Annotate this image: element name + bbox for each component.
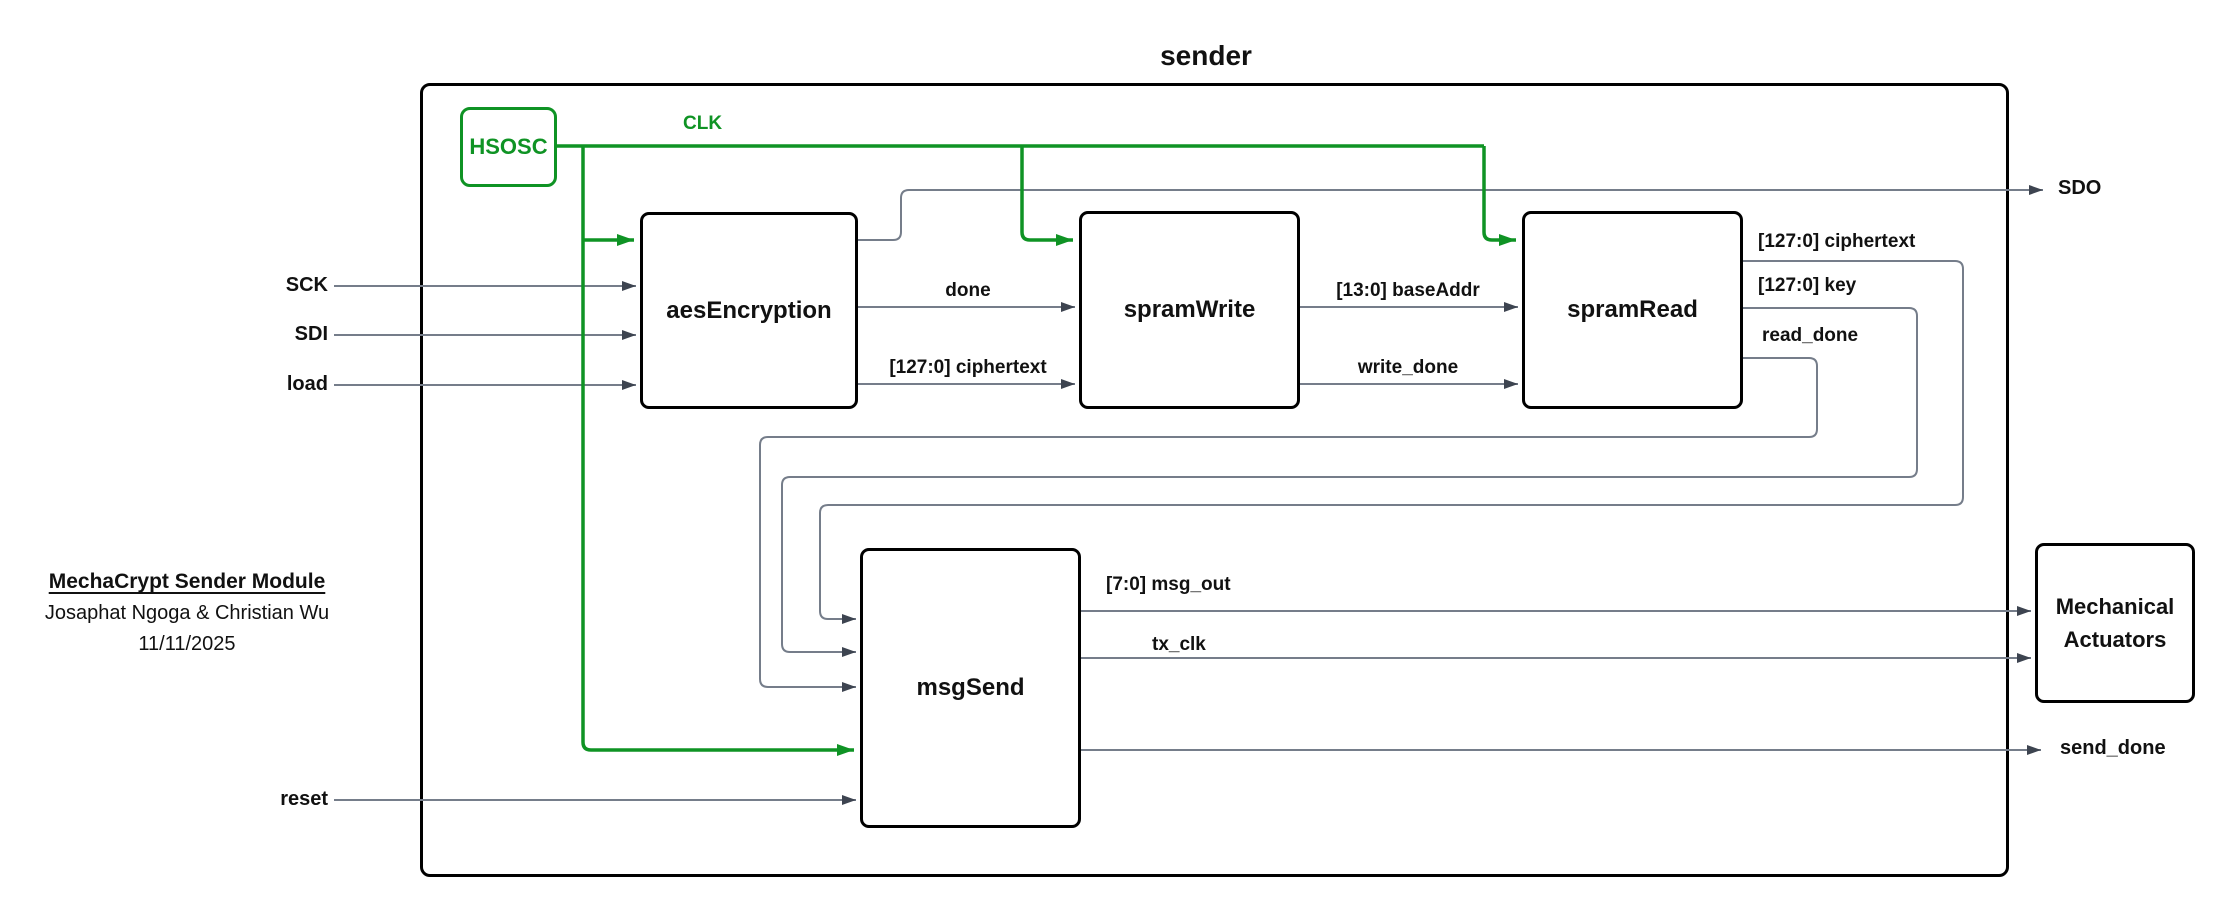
msg-send-label: msgSend xyxy=(916,674,1025,701)
caption-date: 11/11/2025 xyxy=(138,633,236,655)
sck-port-label: SCK xyxy=(285,274,328,296)
clk-branch-spramwrite xyxy=(1020,146,1073,246)
base-addr-signal-label: [13:0] baseAddr xyxy=(1336,280,1480,301)
read-ciphertext-wire xyxy=(819,260,1964,624)
diagram-title: sender xyxy=(1160,40,1252,71)
read-key-signal-label: [127:0] key xyxy=(1758,275,1857,296)
done-signal-label: done xyxy=(945,280,991,301)
caption-title: MechaCrypt Sender Module xyxy=(48,570,326,593)
read-done-wire xyxy=(759,357,1818,692)
actuators-line1: Mechanical xyxy=(2055,594,2175,619)
sdo-port-label: SDO xyxy=(2058,177,2102,199)
write-done-signal-label: write_done xyxy=(1357,357,1459,378)
aes-encryption-block: aesEncryption xyxy=(640,212,858,409)
read-done-signal-label: read_done xyxy=(1762,325,1859,346)
hsosc-block: HSOSC xyxy=(460,107,557,187)
clk-branch-msgsend xyxy=(581,146,854,756)
send-done-port-label: send_done xyxy=(2060,737,2166,759)
mechanical-actuators-label: Mechanical Actuators xyxy=(2056,590,2175,656)
spram-read-label: spramRead xyxy=(1567,296,1698,323)
aes-ciphertext-signal-label: [127:0] ciphertext xyxy=(889,357,1047,378)
mechanical-actuators-block: Mechanical Actuators xyxy=(2035,543,2195,703)
actuators-line2: Actuators xyxy=(2063,627,2167,652)
read-ciphertext-signal-label: [127:0] ciphertext xyxy=(1758,231,1916,252)
spram-read-block: spramRead xyxy=(1522,211,1743,409)
caption-block: MechaCrypt Sender Module Josaphat Ngoga … xyxy=(25,570,349,656)
spram-write-label: spramWrite xyxy=(1123,296,1256,323)
sdi-port-label: SDI xyxy=(294,323,328,345)
clk-label: CLK xyxy=(683,113,723,134)
tx-clk-signal-label: tx_clk xyxy=(1152,634,1206,655)
read-key-wire xyxy=(781,307,1918,657)
aes-encryption-label: aesEncryption xyxy=(666,296,832,324)
clk-branch-spramread xyxy=(1482,146,1516,246)
sdo-wire xyxy=(854,185,2043,241)
load-port-label: load xyxy=(286,373,328,395)
msg-out-signal-label: [7:0] msg_out xyxy=(1106,574,1231,595)
reset-port-label: reset xyxy=(280,788,328,810)
spram-write-block: spramWrite xyxy=(1079,211,1300,409)
msg-send-block: msgSend xyxy=(860,548,1081,828)
caption-authors: Josaphat Ngoga & Christian Wu xyxy=(44,602,330,624)
hsosc-label: HSOSC xyxy=(469,134,548,159)
